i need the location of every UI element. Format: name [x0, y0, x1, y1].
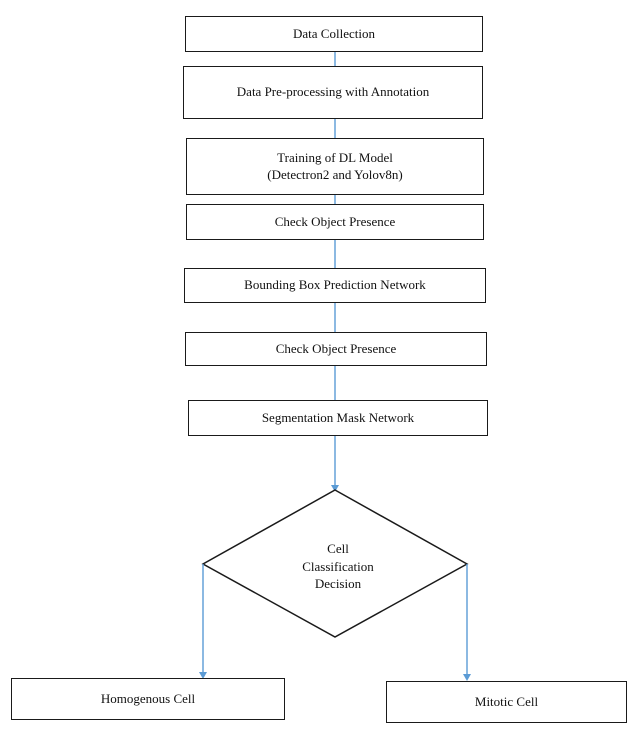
step-bbox-network-label: Bounding Box Prediction Network	[244, 277, 426, 293]
step-preprocessing-label: Data Pre-processing with Annotation	[236, 84, 430, 100]
step-check-presence-2-label: Check Object Presence	[275, 340, 397, 356]
decision-label: Cell Classification Decision	[268, 540, 408, 593]
step-segmentation-label: Segmentation Mask Network	[261, 409, 415, 425]
decision-label-line3: Decision	[314, 576, 362, 592]
step-preprocessing: Data Pre-processing with Annotation	[183, 66, 483, 119]
arrowhead-homogenous	[199, 672, 207, 679]
decision-label-line2: Classification	[302, 558, 374, 574]
step-training: Training of DL Model (Detectron2 and Yol…	[186, 138, 484, 195]
step-check-presence-2: Check Object Presence	[185, 332, 487, 366]
outcome-homogenous-cell: Homogenous Cell	[11, 678, 285, 720]
step-training-label-line2: (Detectron2 and Yolov8n)	[267, 166, 403, 182]
decision-diamond	[201, 489, 469, 638]
outcome-mitotic-cell-label: Mitotic Cell	[474, 693, 539, 709]
decision-label-line1: Cell	[327, 541, 349, 556]
step-training-label-line1: Training of DL Model	[277, 150, 393, 166]
step-check-presence-1: Check Object Presence	[186, 204, 484, 240]
step-data-collection: Data Collection	[185, 16, 483, 52]
arrowhead-decision	[331, 485, 339, 492]
step-check-presence-1-label: Check Object Presence	[274, 213, 396, 229]
step-data-collection-label: Data Collection	[293, 25, 375, 41]
step-segmentation: Segmentation Mask Network	[188, 400, 488, 436]
arrowhead-mitotic	[463, 674, 471, 681]
outcome-homogenous-cell-label: Homogenous Cell	[100, 690, 196, 706]
step-bbox-network: Bounding Box Prediction Network	[184, 268, 486, 303]
outcome-mitotic-cell: Mitotic Cell	[386, 681, 627, 723]
